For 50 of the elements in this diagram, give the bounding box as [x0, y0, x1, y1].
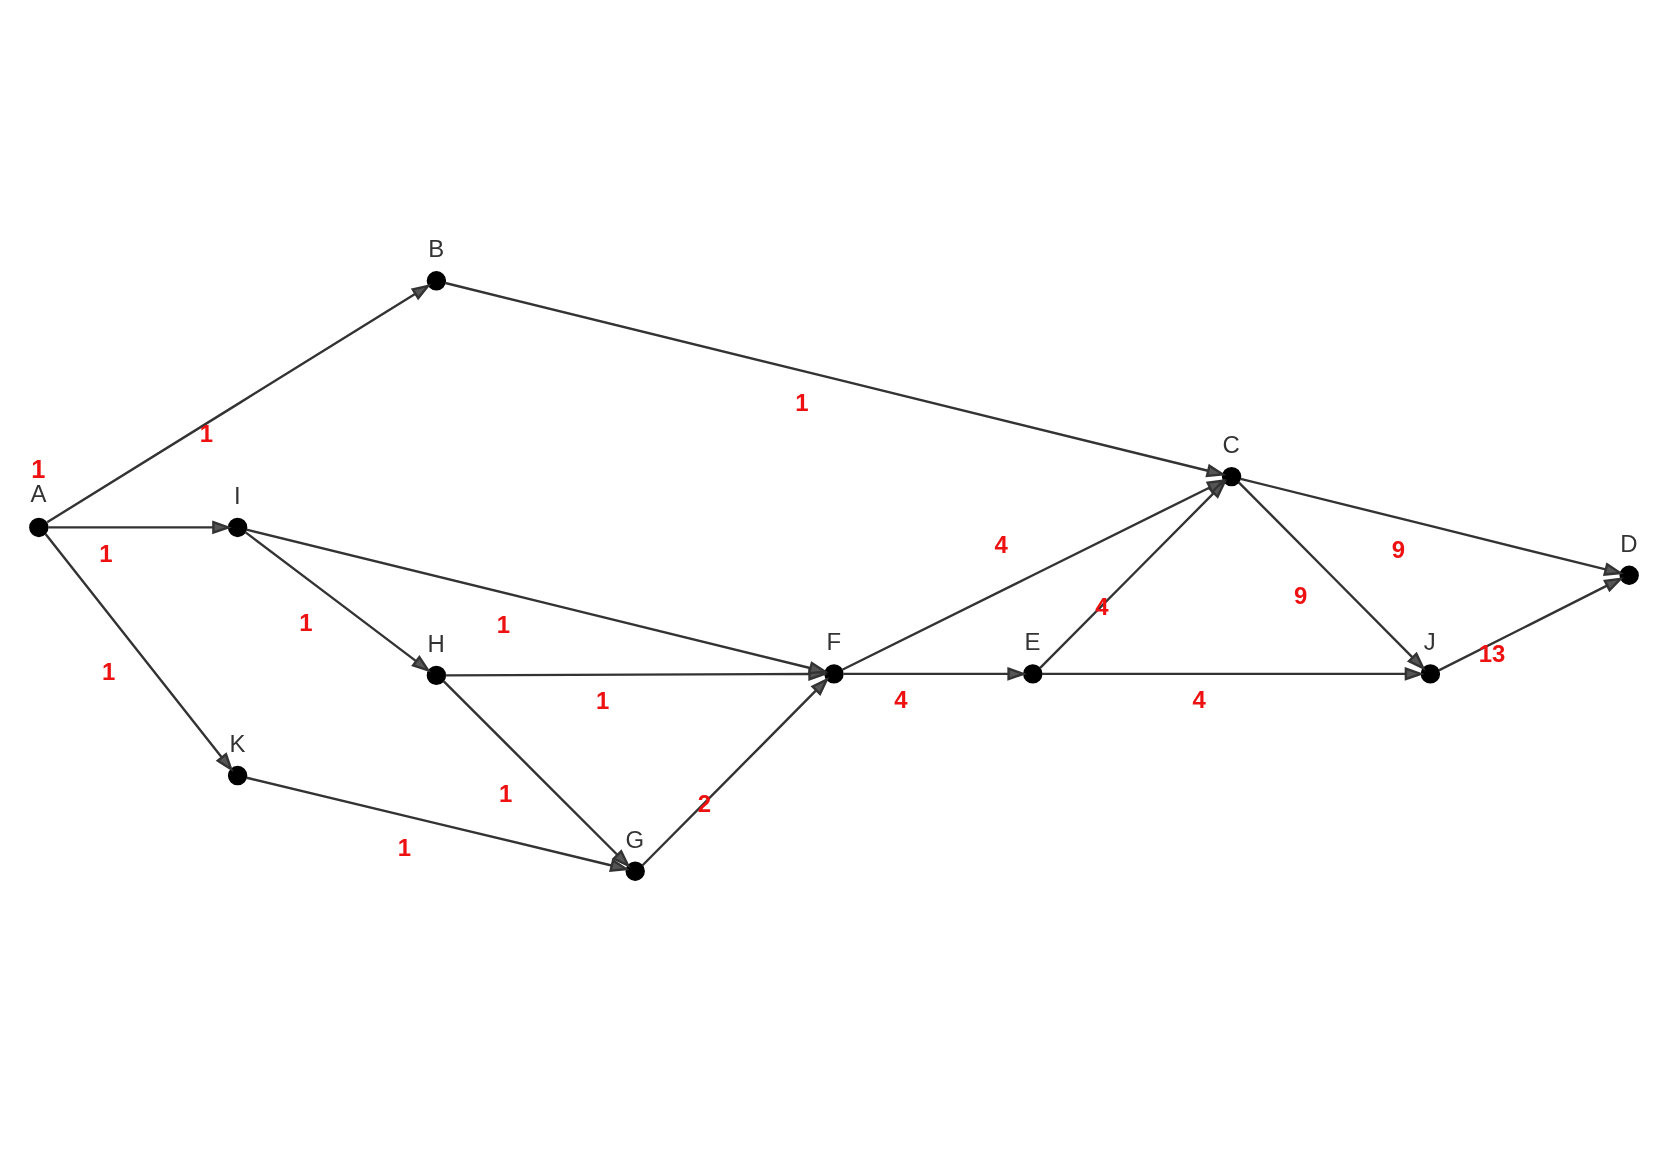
- edge-label: 1: [99, 539, 113, 567]
- node-label: B: [428, 235, 445, 263]
- node-circle: [426, 665, 447, 686]
- arrow: [843, 667, 1028, 681]
- node-circle: [1221, 466, 1242, 487]
- edge-label: 4: [894, 685, 908, 713]
- edge-label: 1: [299, 608, 313, 636]
- arrow: [246, 776, 630, 872]
- arrow: [445, 281, 1227, 478]
- edge-label: 1: [596, 686, 610, 714]
- edge-label: 9: [1294, 581, 1308, 609]
- edge-label: 1: [102, 657, 116, 685]
- node-circle: [29, 517, 49, 538]
- node-circle: [1619, 565, 1639, 585]
- node-circle: [625, 861, 645, 881]
- arrow: [46, 284, 432, 524]
- edge-label: 13: [1478, 640, 1506, 668]
- edge-label: 4: [1192, 685, 1206, 713]
- arrow: [246, 528, 829, 675]
- node-label: K: [229, 730, 246, 758]
- node-label: D: [1620, 529, 1638, 557]
- node-circle: [1023, 664, 1043, 684]
- edge-label: 4: [994, 530, 1008, 558]
- arrow: [1237, 481, 1426, 671]
- edge-label: 1: [397, 833, 412, 861]
- node-circle: [426, 271, 447, 291]
- arrow: [1041, 667, 1425, 681]
- edge-label: 1: [498, 779, 513, 807]
- arrow: [244, 531, 432, 673]
- node-label: I: [233, 481, 241, 509]
- node-circle: [227, 765, 248, 786]
- edge-label: 1: [795, 388, 809, 416]
- node-circle: [824, 664, 844, 684]
- arrow: [1240, 477, 1624, 576]
- node-label: G: [625, 825, 645, 853]
- arrow: [641, 677, 830, 867]
- edge-label: 9: [1391, 536, 1406, 564]
- edge-label: 1: [496, 610, 511, 638]
- node-label: E: [1024, 628, 1041, 656]
- node-label: C: [1222, 431, 1240, 459]
- arrow: [442, 680, 631, 869]
- node-label: F: [826, 628, 842, 656]
- arrow: [44, 533, 234, 773]
- node-circle: [227, 517, 248, 538]
- edge-label: 1: [199, 420, 213, 448]
- node-label: J: [1423, 628, 1436, 656]
- arrow: [1438, 577, 1624, 672]
- arrow: [48, 520, 232, 535]
- node-circle: [1420, 664, 1441, 684]
- node-label: H: [427, 629, 445, 657]
